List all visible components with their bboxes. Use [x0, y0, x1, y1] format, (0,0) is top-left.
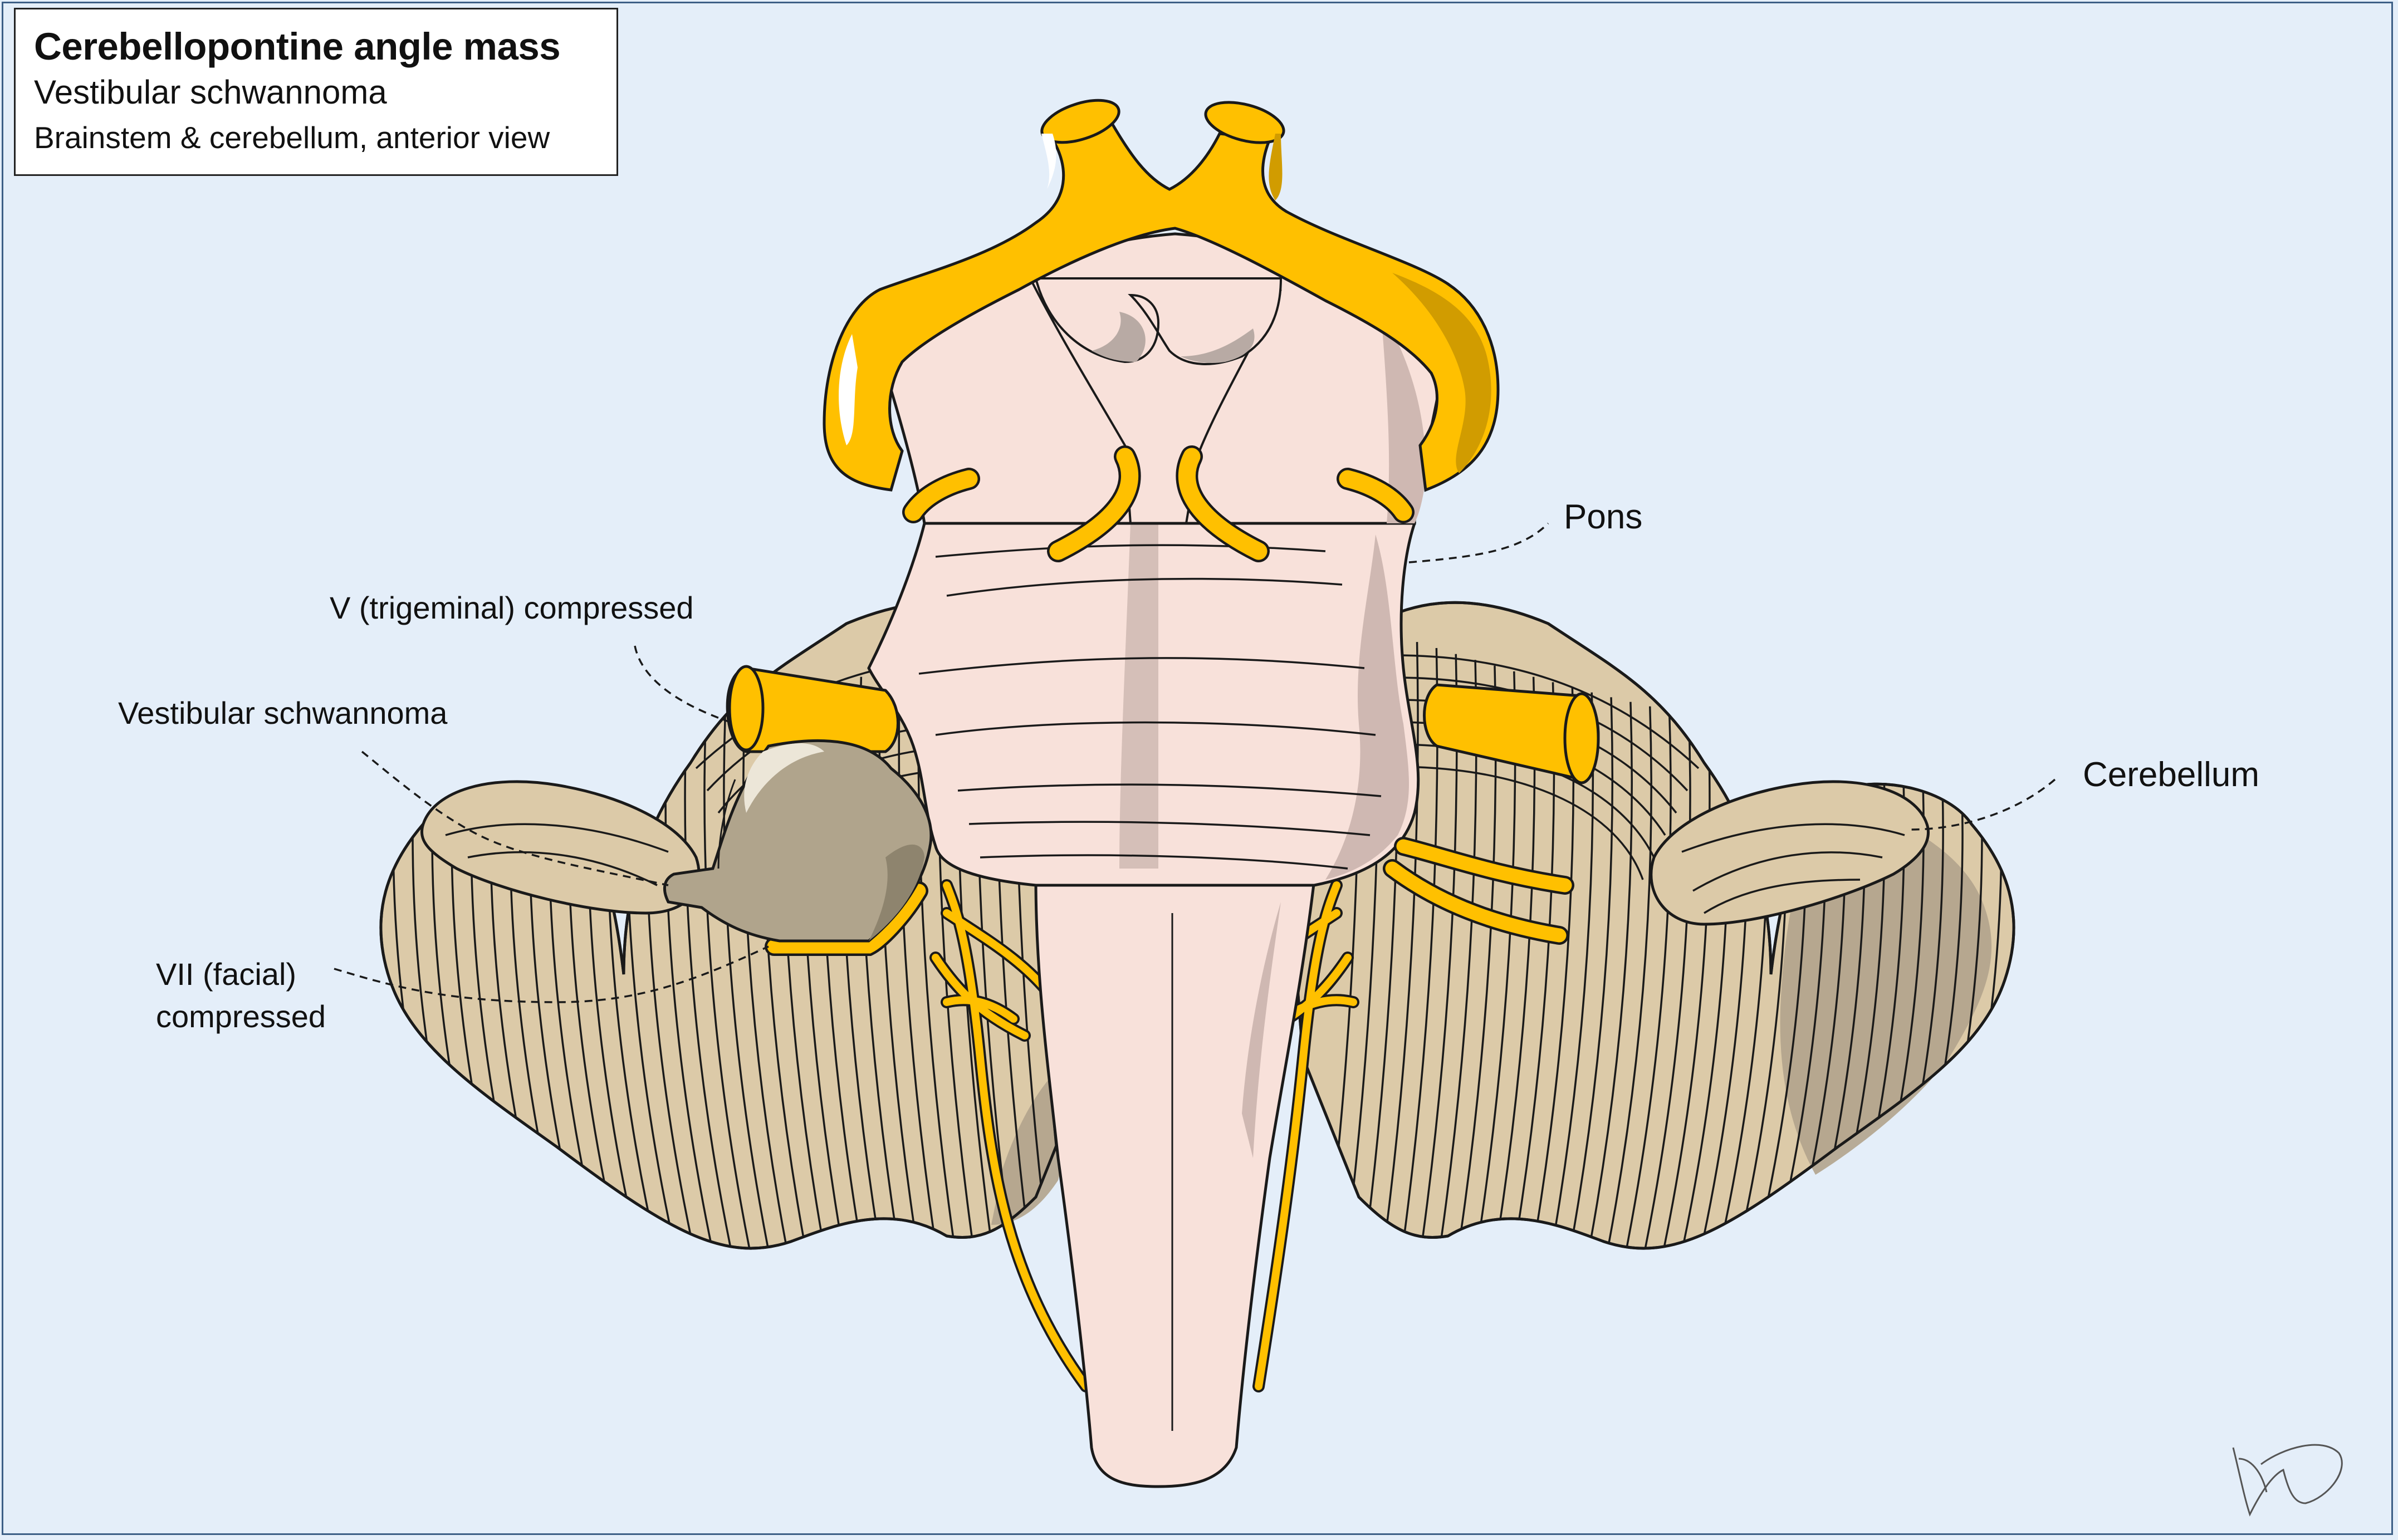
folium-line: [684, 718, 736, 1249]
title-box: Cerebellopontine angle mass Vestibular s…: [14, 8, 618, 176]
trigeminal-nerve-left: [726, 666, 899, 753]
diagram-title: Cerebellopontine angle mass: [34, 25, 561, 68]
label-pons: Pons: [1564, 498, 1643, 536]
trigeminal-nerves: [726, 665, 1600, 784]
folium-line: [1547, 692, 1594, 1249]
vestibular-schwannoma-mass: [663, 739, 933, 943]
arterial-ring: [823, 99, 1500, 562]
folium-line: [1584, 702, 1633, 1249]
folium-line: [723, 710, 774, 1249]
label-facial-line1: VII (facial): [156, 957, 297, 992]
folium-line: [1380, 642, 1419, 1249]
signature-mark-icon: [2232, 1444, 2343, 1517]
right-flocculus: [1650, 780, 1930, 926]
label-cerebellum: Cerebellum: [2083, 756, 2260, 794]
facial-vestibular-nerves: [765, 837, 1574, 956]
folium-line: [1603, 706, 1652, 1249]
folium-line: [1658, 718, 1711, 1249]
label-facial-line2: compressed: [156, 999, 326, 1034]
medulla: [1034, 878, 1316, 1488]
leader-lines: [334, 522, 2056, 1003]
mammillary-region: [1034, 277, 1283, 365]
label-schwannoma: Vestibular schwannoma: [118, 695, 448, 730]
folium-line: [1640, 714, 1691, 1249]
pons: [867, 494, 1420, 887]
diagram-subtitle: Vestibular schwannoma: [34, 73, 387, 111]
folium-fold: [1347, 654, 1700, 769]
diagram-view: Brainstem & cerebellum, anterior view: [34, 120, 550, 155]
folium-line: [703, 714, 755, 1249]
folium-line: [1621, 710, 1672, 1249]
label-trigeminal: V (trigeminal) compressed: [330, 590, 694, 625]
midbrain: [884, 232, 1442, 525]
pons-striations: [918, 544, 1382, 870]
